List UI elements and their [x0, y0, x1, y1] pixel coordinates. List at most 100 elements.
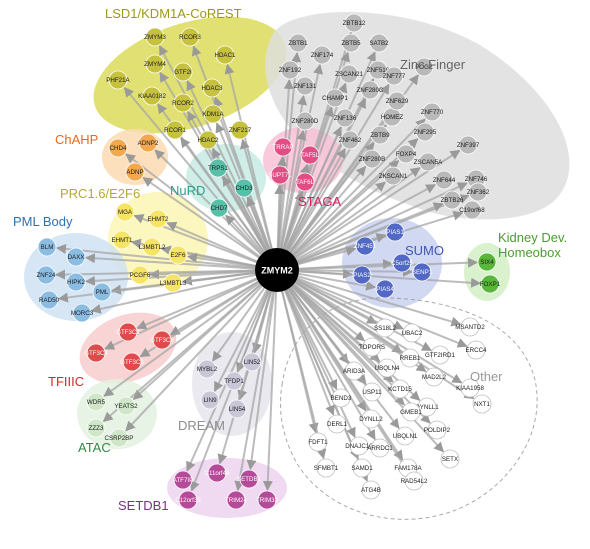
- node-label: ZKSCAN1: [379, 173, 408, 180]
- node-mybl2: MYBL2: [197, 359, 218, 379]
- node-label: PML: [96, 289, 109, 296]
- node-pias1: PIAS1: [385, 222, 405, 242]
- edge-znf777: [287, 83, 390, 252]
- node-ubac2: UBAC2: [402, 323, 423, 343]
- group-label-sumo: SUMO: [405, 243, 444, 258]
- node-label: SFMBT1: [314, 465, 339, 472]
- node-circle: [430, 345, 450, 365]
- node-circle: [173, 470, 193, 490]
- group-label-kidney: Kidney Dev.: [498, 230, 567, 245]
- node-label: SAMD1: [351, 465, 373, 472]
- node-znf136: ZNF136: [334, 108, 357, 128]
- node-circle: [72, 303, 92, 323]
- node-ehmt1: EHMT1: [112, 230, 133, 250]
- node-circle: [215, 45, 235, 65]
- node-label: ZNF131: [294, 83, 317, 90]
- node-pias4: PIAS4: [375, 279, 395, 299]
- group-label-atac: ATAC: [78, 440, 111, 455]
- node-ubqln1: UBQLN1: [393, 426, 418, 446]
- edge-pias4: [298, 272, 377, 291]
- node-znf217: ZNF217: [229, 120, 252, 140]
- node-satb2: SATB2: [369, 33, 389, 53]
- node-circle: [168, 245, 188, 265]
- node-circle: [118, 322, 138, 342]
- node-circle: [130, 265, 150, 285]
- edge-gtf2i: [186, 80, 269, 251]
- node-label: UBQLN4: [375, 365, 400, 372]
- group-area-tfiiic: [79, 312, 177, 384]
- edge-znf136: [285, 126, 342, 251]
- node-label: GMEB1: [400, 409, 422, 416]
- node-label: ARID3A: [343, 368, 366, 375]
- edge-daxx: [84, 253, 256, 270]
- node-hdac3: HDAC3: [202, 78, 223, 98]
- node-c12orf35: C12orf35: [175, 490, 201, 510]
- node-label: RCOR2: [172, 100, 194, 107]
- node-circle: [362, 149, 382, 169]
- node-circle: [112, 230, 132, 250]
- node-znf362: ZNF362: [467, 182, 490, 202]
- node-circle: [234, 178, 254, 198]
- node-circle: [395, 426, 415, 446]
- node-znf280b: ZNF280B: [359, 149, 385, 169]
- node-label: GTF3C2: [150, 337, 174, 344]
- node-pias2: PIAS2: [352, 265, 372, 285]
- node-kctd15: KCTD15: [388, 379, 412, 399]
- node-circle: [466, 340, 486, 360]
- node-zzz3: ZZZ3: [86, 418, 106, 438]
- node-circle: [270, 165, 290, 185]
- node-label: TRIM33: [256, 497, 279, 504]
- node-label: TFDP1: [224, 378, 244, 385]
- node-circle: [86, 392, 106, 412]
- node-label: SATB2: [369, 40, 389, 47]
- node-circle: [200, 390, 220, 410]
- node-usp11: USP11: [362, 382, 382, 402]
- node-sfmbt1: SFMBT1: [314, 458, 339, 478]
- node-znf451: ZNF451: [354, 236, 377, 256]
- node-kdm1a: KDM1A: [202, 104, 225, 124]
- node-gtf2i: GTF2I: [173, 62, 193, 82]
- node-label: ZNF280B: [359, 156, 385, 163]
- edge-zkscan1: [293, 181, 387, 257]
- edge-ehmt2: [166, 221, 258, 263]
- node-label: LIN54: [229, 406, 246, 413]
- node-label: MYBL2: [197, 366, 218, 373]
- node-label: ZNF174: [311, 52, 334, 59]
- node-senp1: SENP1: [412, 262, 433, 282]
- node-label: ZNF192: [279, 67, 302, 74]
- node-circle: [142, 86, 162, 106]
- node-circle: [165, 120, 185, 140]
- edge-trim24: [234, 291, 275, 492]
- edge-rcor1: [180, 137, 265, 253]
- node-zmym4: ZMYM4: [144, 54, 166, 74]
- group-area-setdb1: [167, 458, 287, 518]
- node-znf777: ZNF777: [383, 66, 406, 86]
- edge-morc3: [90, 273, 256, 314]
- node-circle: [109, 428, 129, 448]
- node-label: HDAC2: [198, 137, 220, 144]
- node-label: BEND3: [331, 395, 352, 402]
- edge-ercc4: [297, 277, 468, 348]
- node-circle: [145, 54, 165, 74]
- edge-setdb1: [246, 291, 276, 471]
- node-circle: [360, 80, 380, 100]
- node-circle: [148, 209, 168, 229]
- node-circle: [339, 64, 359, 84]
- node-label: C11orf46: [205, 470, 231, 477]
- node-label: RCOR1: [164, 127, 186, 134]
- node-l3mbtl2: L3MBTL2: [139, 237, 166, 257]
- node-zbtb1: ZBTB1: [288, 33, 308, 53]
- node-circle: [273, 137, 293, 157]
- node-label: ZNF462: [339, 137, 362, 144]
- node-label: POLDIP2: [424, 427, 451, 434]
- node-pml: PML: [92, 282, 112, 302]
- node-circle: [125, 162, 145, 182]
- node-label: RAD54L2: [401, 478, 428, 485]
- node-zbtb12: ZBTB12: [343, 13, 366, 33]
- edge-zscan21: [283, 82, 348, 250]
- node-label: ZNF516: [367, 67, 390, 74]
- node-label: CSRP2BP: [105, 435, 134, 442]
- node-ercc4: ERCC4: [466, 340, 487, 360]
- edge-blm: [55, 243, 256, 269]
